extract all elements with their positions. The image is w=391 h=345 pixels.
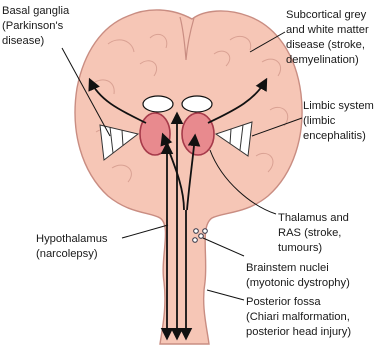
label-subcortical: Subcortical grey and white matter diseas…: [286, 9, 372, 66]
label-brainstem-nuclei: Brainstem nuclei (myotonic dystrophy): [246, 262, 350, 289]
brain-shape: [75, 10, 302, 344]
label-basal-ganglia: Basal ganglia (Parkinson's disease): [2, 5, 72, 47]
left-ventricle: [143, 96, 173, 112]
label-posterior-fossa: Posterior fossa (Chiari malformation, po…: [246, 296, 353, 338]
left-thalamus: [140, 113, 170, 155]
right-ventricle: [182, 96, 212, 112]
label-limbic-system: Limbic system (limbic encephalitis): [303, 100, 377, 142]
right-thalamus: [182, 113, 214, 155]
label-thalamus-ras: Thalamus and RAS (stroke, tumours): [278, 212, 352, 254]
label-hypothalamus: Hypothalamus (narcolepsy): [36, 233, 111, 260]
